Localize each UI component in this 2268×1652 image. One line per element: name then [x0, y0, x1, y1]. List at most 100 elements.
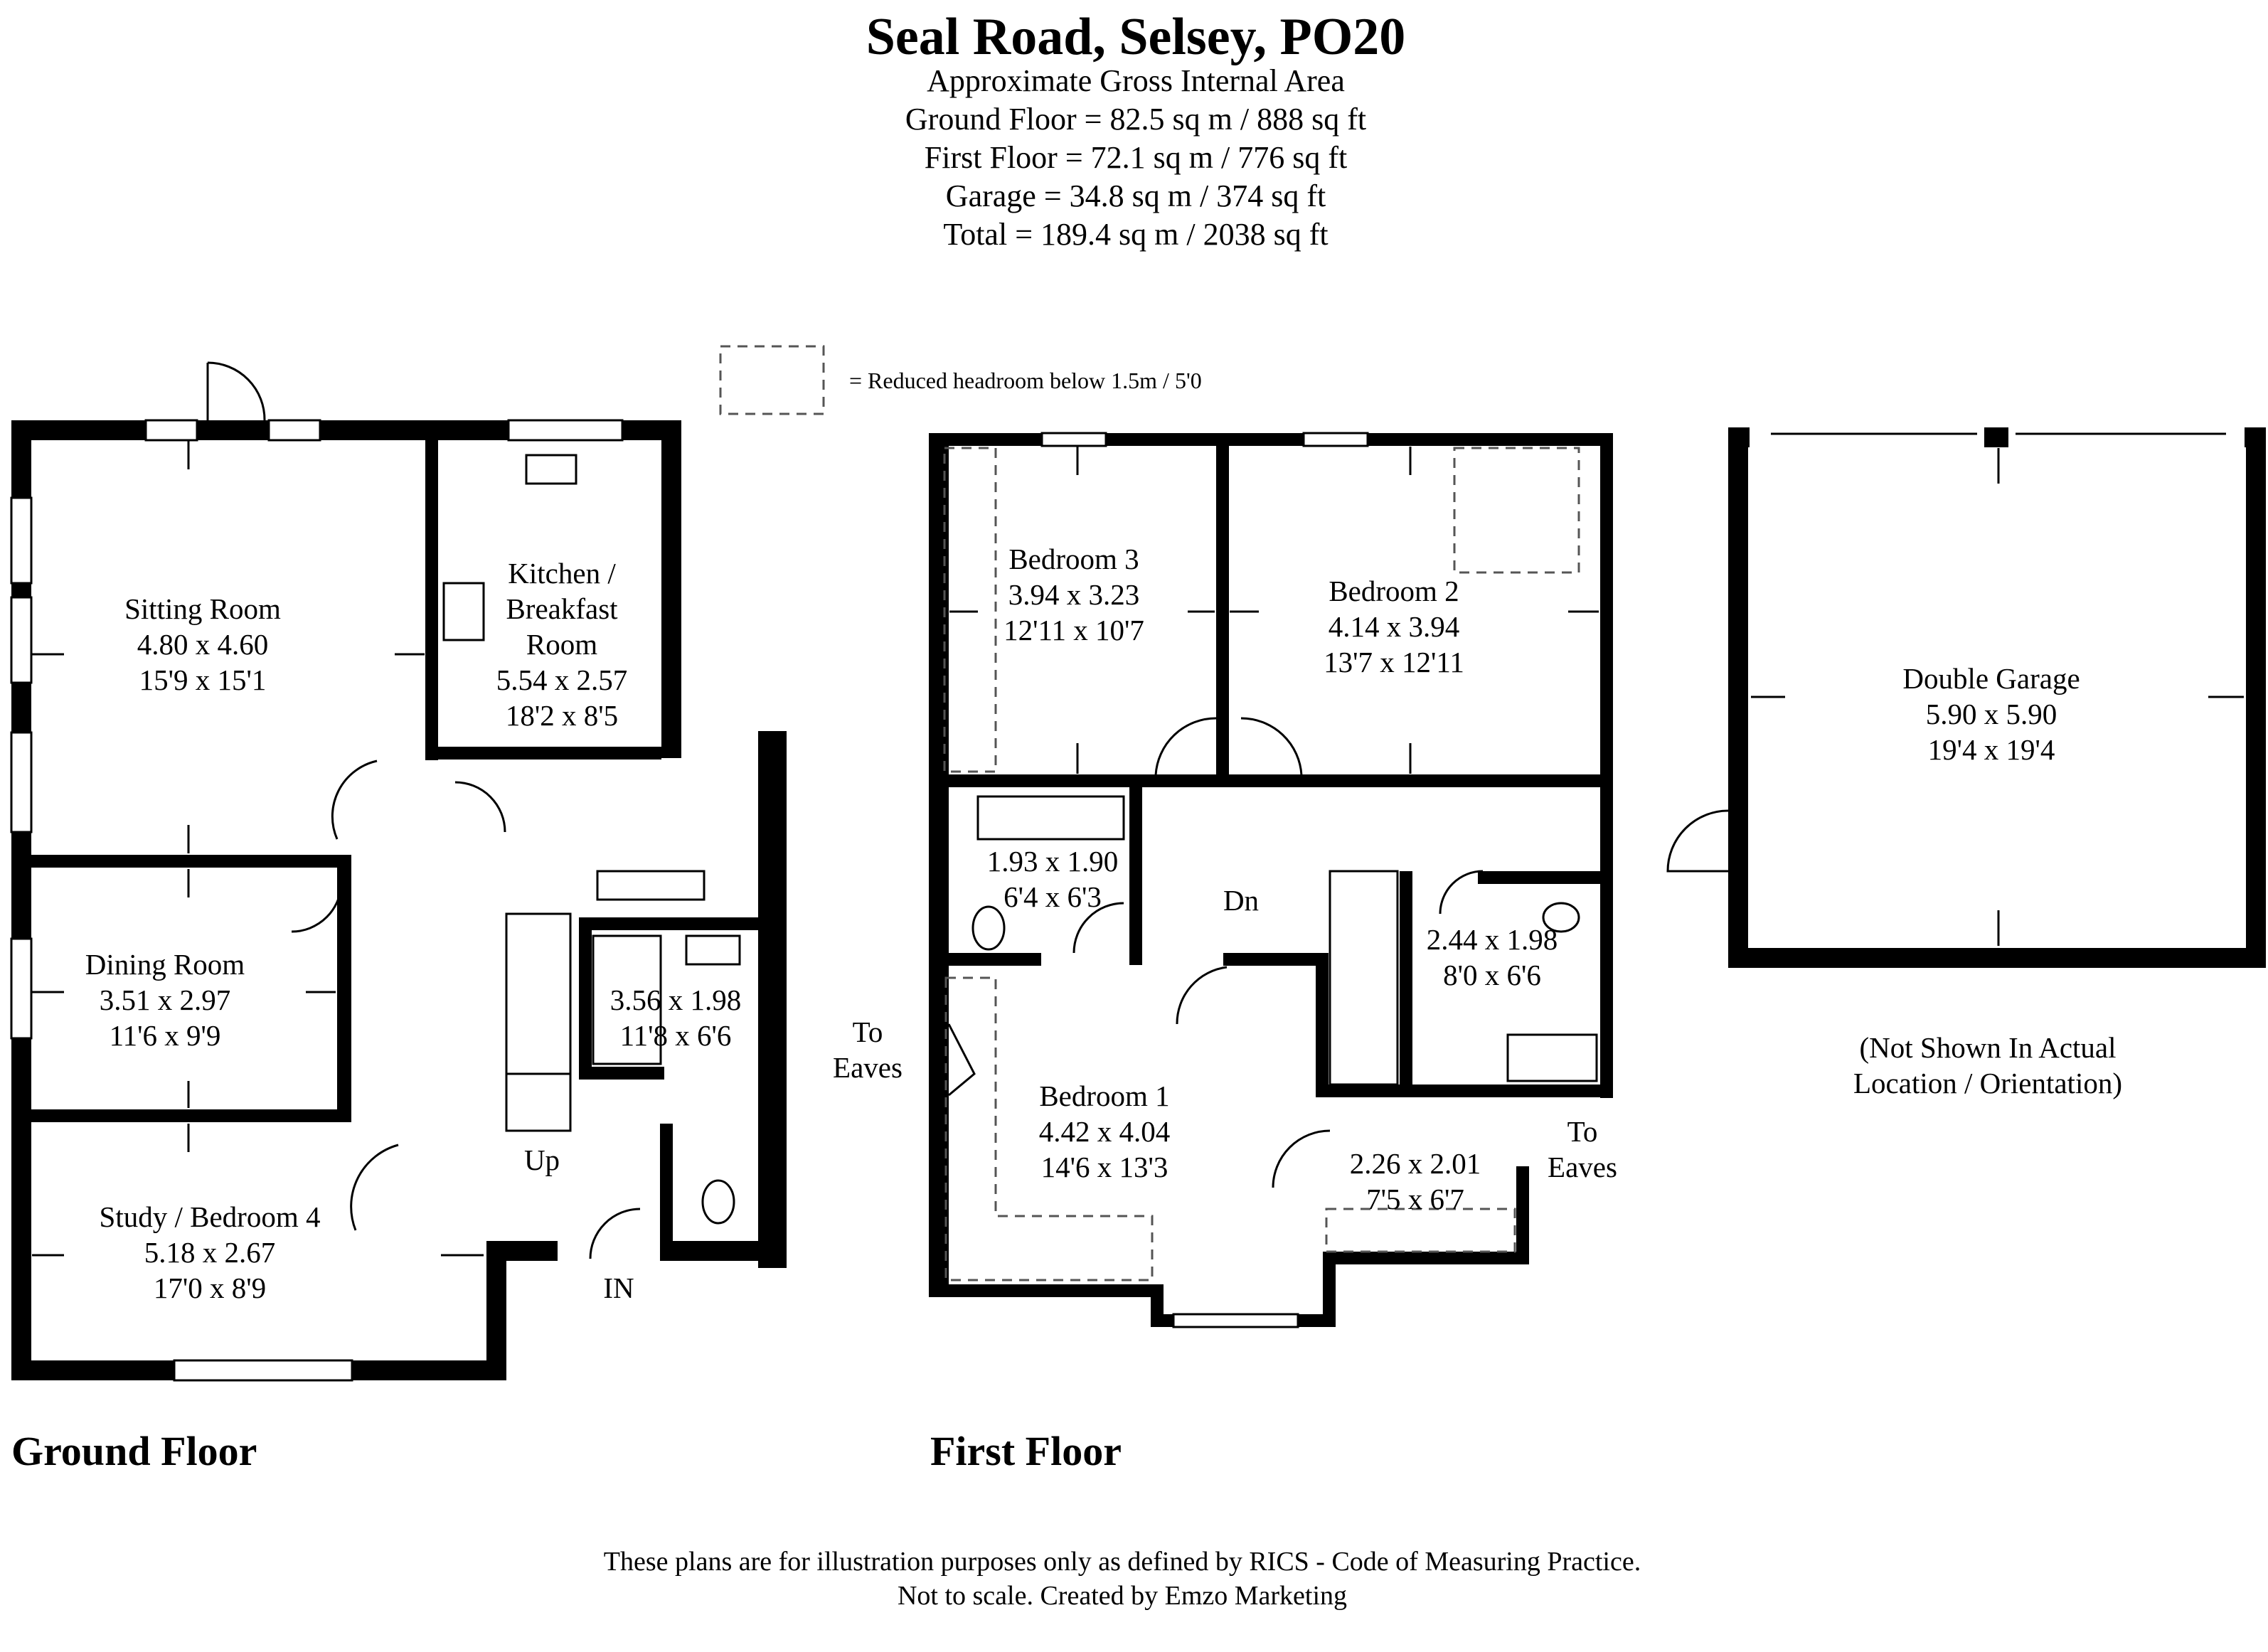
garage-plan: Double Garage 5.90 x 5.90 19'4 x 19'4 (N…: [1666, 427, 2266, 1099]
bedroom3-imperial: 12'11 x 10'7: [1003, 614, 1144, 646]
basin-icon: [685, 934, 741, 966]
gf-door-sitting: [331, 760, 378, 840]
ff-headroom-bed3: [943, 447, 997, 773]
utility-sink-icon: [596, 870, 706, 901]
ff-door-eaves-west: [947, 1023, 976, 1097]
ff-headroom-bed1: [944, 976, 1154, 1281]
ff-wall-south-west: [929, 1284, 1164, 1297]
garage-side-door: [1666, 809, 1729, 873]
garage-wall-east: [2246, 427, 2266, 968]
garage-note-line2: Location / Orientation): [1853, 1067, 2122, 1099]
gf-wall-dining-hall: [337, 868, 351, 1109]
ff-headroom-store: [1325, 1208, 1516, 1253]
legend-text: = Reduced headroom below 1.5m / 5'0: [849, 368, 1202, 393]
gf-stairs-label: Up: [524, 1144, 560, 1176]
gf-window-sitting-2: [267, 419, 321, 442]
gf-stairs-landing: [505, 1072, 572, 1132]
gf-wall-kitchen-south: [438, 747, 661, 760]
arrows-study: [32, 1124, 484, 1257]
gf-window-sitting-west: [10, 496, 33, 585]
ground-floor-plan: Sitting Room 4.80 x 4.60 15'9 x 15'1 Kit…: [10, 361, 787, 1474]
gf-wall-wc-west: [660, 1124, 673, 1252]
kitchen-metric: 5.54 x 2.57: [496, 664, 628, 696]
dimension-arrows: [32, 441, 2244, 1257]
ff-headroom-bed2: [1453, 447, 1580, 574]
shower-icon: [592, 934, 662, 1065]
gf-door-kitchen: [454, 781, 506, 833]
store-metric: 2.26 x 2.01: [1350, 1147, 1481, 1180]
dining-room-metric: 3.51 x 2.97: [100, 984, 231, 1016]
gf-window-study: [173, 1359, 353, 1382]
eaves-right-line1: To: [1567, 1115, 1598, 1148]
ff-wall-bed3-bed2: [1216, 446, 1229, 787]
footer: These plans are for illustration purpose…: [604, 1547, 1641, 1611]
sitting-room-name: Sitting Room: [124, 592, 281, 625]
garage-imperial: 19'4 x 19'4: [1928, 733, 2055, 766]
arrows-bed2: [1230, 447, 1599, 774]
gf-door-study: [350, 1144, 399, 1231]
ff-wall-ensuite-north: [1478, 871, 1613, 884]
sitting-room-metric: 4.80 x 4.60: [137, 628, 269, 661]
gf-wall-dining-study: [31, 1109, 351, 1122]
ff-window-bed1: [1172, 1313, 1299, 1328]
gf-wall-utility-south: [579, 1067, 664, 1080]
bedroom2-metric: 4.14 x 3.94: [1329, 610, 1460, 643]
ff-window-bed2: [1302, 432, 1369, 447]
ff-wall-bed3-south: [949, 774, 1229, 787]
ground-floor-label: Ground Floor: [11, 1428, 257, 1474]
footer-credit: Not to scale. Created by Emzo Marketing: [898, 1581, 1347, 1611]
ff-wall-store-south: [1323, 1252, 1529, 1264]
area-total: Total = 189.4 sq m / 2038 sq ft: [943, 217, 1328, 252]
study-imperial: 17'0 x 8'9: [154, 1272, 266, 1304]
bedroom1-name: Bedroom 1: [1039, 1080, 1169, 1112]
page-subtitle: Approximate Gross Internal Area: [927, 63, 1345, 98]
eaves-left-line2: Eaves: [833, 1051, 903, 1084]
ff-wall-ensuite-south: [1316, 1085, 1613, 1097]
gf-stairs: [505, 912, 572, 1075]
arrows-bed3: [949, 447, 1215, 774]
ff-stairs-label: Dn: [1223, 884, 1259, 917]
bedroom1-imperial: 14'6 x 13'3: [1041, 1151, 1168, 1183]
garage-pier-west: [1728, 427, 1750, 447]
kitchen-name-3: Room: [526, 628, 597, 661]
ff-toilet-icon: [971, 905, 1006, 951]
ensuite-metric: 2.44 x 1.98: [1427, 923, 1558, 956]
ensuite-imperial: 8'0 x 6'6: [1443, 959, 1541, 991]
gf-wall-study-east: [486, 1241, 506, 1380]
ff-stairs: [1329, 870, 1399, 1086]
ff-wall-ensuite-west: [1400, 871, 1412, 1092]
toilet-icon: [701, 1179, 735, 1225]
dining-room-imperial: 11'6 x 9'9: [110, 1019, 221, 1052]
bedroom3-name: Bedroom 3: [1008, 543, 1139, 575]
bedroom3-metric: 3.94 x 3.23: [1008, 578, 1140, 611]
study-name: Study / Bedroom 4: [100, 1200, 321, 1233]
ff-wall-landing: [1223, 953, 1316, 966]
ff-wall-bath-east: [1129, 787, 1142, 965]
garage-pier-east: [2245, 427, 2266, 447]
header: Seal Road, Selsey, PO20 Approximate Gros…: [866, 8, 1406, 252]
garage-wall-south: [1728, 948, 2266, 968]
bedroom2-name: Bedroom 2: [1329, 575, 1459, 607]
utility-metric: 3.56 x 1.98: [610, 984, 742, 1016]
gf-window-sitting-west-3: [10, 731, 33, 833]
store-imperial: 7'5 x 6'7: [1366, 1183, 1464, 1215]
first-floor-plan: Bedroom 3 3.94 x 3.23 12'11 x 10'7 Bedro…: [833, 432, 1617, 1474]
gf-door-front: [589, 1208, 641, 1259]
garage-note-line1: (Not Shown In Actual: [1860, 1031, 2117, 1064]
ensuite-bath-icon: [1506, 1033, 1598, 1082]
ff-wall-bed2-south: [1229, 774, 1613, 787]
gf-wall-sitting-kitchen: [425, 440, 438, 760]
ff-door-bed3: [1154, 717, 1217, 776]
garage-metric: 5.90 x 5.90: [1926, 698, 2057, 730]
ff-door-store: [1272, 1129, 1331, 1188]
ff-wall-store-east: [1516, 1166, 1529, 1264]
ff-wall-stairs-west: [1316, 953, 1329, 1095]
gf-window-sitting-1: [144, 419, 198, 442]
ff-wall-bath-south: [949, 953, 1041, 966]
ff-bath-icon: [976, 795, 1125, 841]
kitchen-name-2: Breakfast: [506, 592, 618, 625]
garage-wall-west: [1728, 427, 1748, 968]
study-metric: 5.18 x 2.67: [144, 1236, 276, 1269]
gf-wall-sitting-dining: [31, 855, 351, 868]
